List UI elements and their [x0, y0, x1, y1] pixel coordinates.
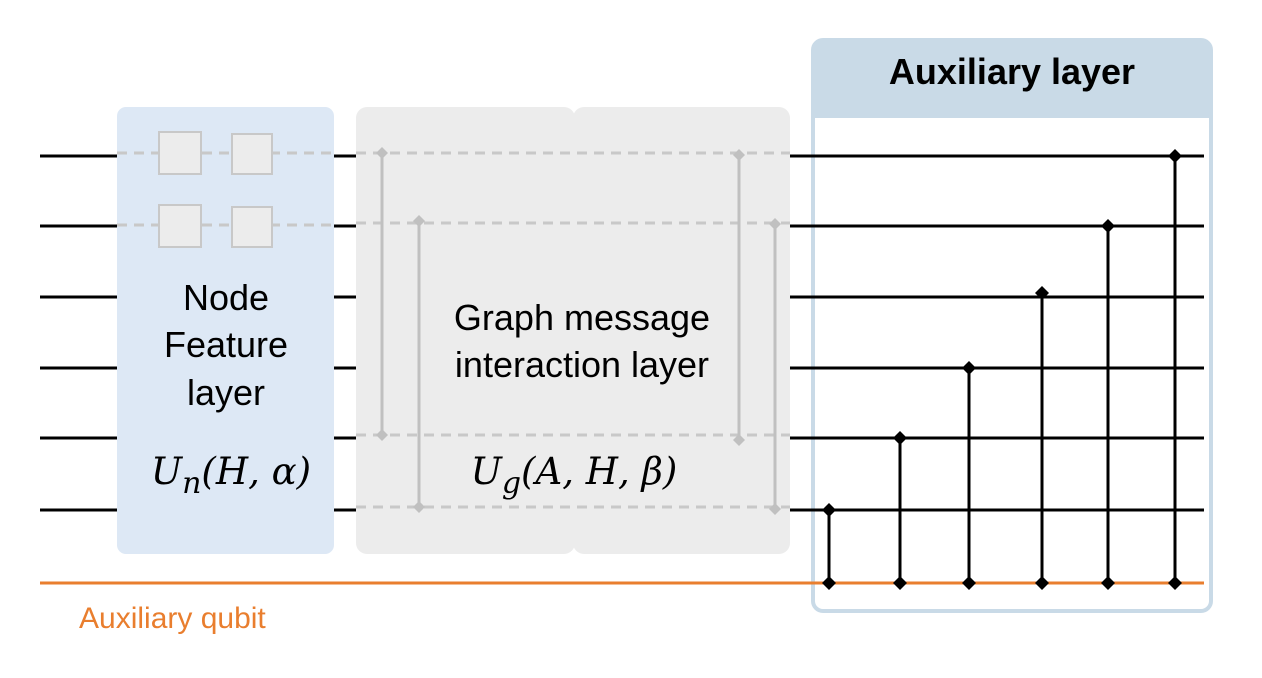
single-qubit-gate — [158, 131, 202, 175]
auxiliary-controlled-gates — [827, 156, 1177, 583]
node-feature-label-line-2: Feature — [164, 324, 288, 365]
graph-message-control-points — [376, 147, 781, 515]
auxiliary-layer-title: Auxiliary layer — [889, 51, 1135, 92]
formula-subscript: g — [502, 466, 521, 501]
auxiliary-control-points — [822, 149, 1182, 590]
auxiliary-qubit-label: Auxiliary qubit — [79, 602, 266, 635]
graph-message-label-line-1: Graph message — [454, 297, 710, 338]
formula-subscript: n — [182, 466, 201, 501]
single-qubit-gate — [231, 133, 273, 175]
graph-message-label-line-2: interaction layer — [455, 344, 709, 385]
node-feature-dashed-wires — [117, 151, 334, 227]
graph-message-formula: Ug(A, H, β) — [471, 450, 678, 501]
formula-args: (A, H, β) — [521, 450, 677, 493]
qubit-wires — [40, 154, 1204, 512]
graph-message-dashed-wires — [356, 151, 790, 509]
graph-message-connections — [380, 153, 777, 509]
formula-operator: U — [151, 450, 184, 493]
graph-message-layer-block-left — [356, 107, 575, 554]
auxiliary-layer-header — [813, 40, 1211, 118]
single-qubit-gate — [231, 206, 273, 248]
auxiliary-layer-box — [811, 38, 1213, 613]
node-feature-formula: Un(H, α) — [151, 450, 311, 501]
single-qubit-gate — [158, 204, 202, 248]
formula-operator: U — [471, 450, 504, 493]
formula-args: (H, α) — [201, 450, 311, 493]
node-feature-label-line-3: layer — [187, 372, 265, 413]
node-feature-gates — [158, 131, 273, 248]
node-feature-label-line-1: Node — [183, 277, 269, 318]
